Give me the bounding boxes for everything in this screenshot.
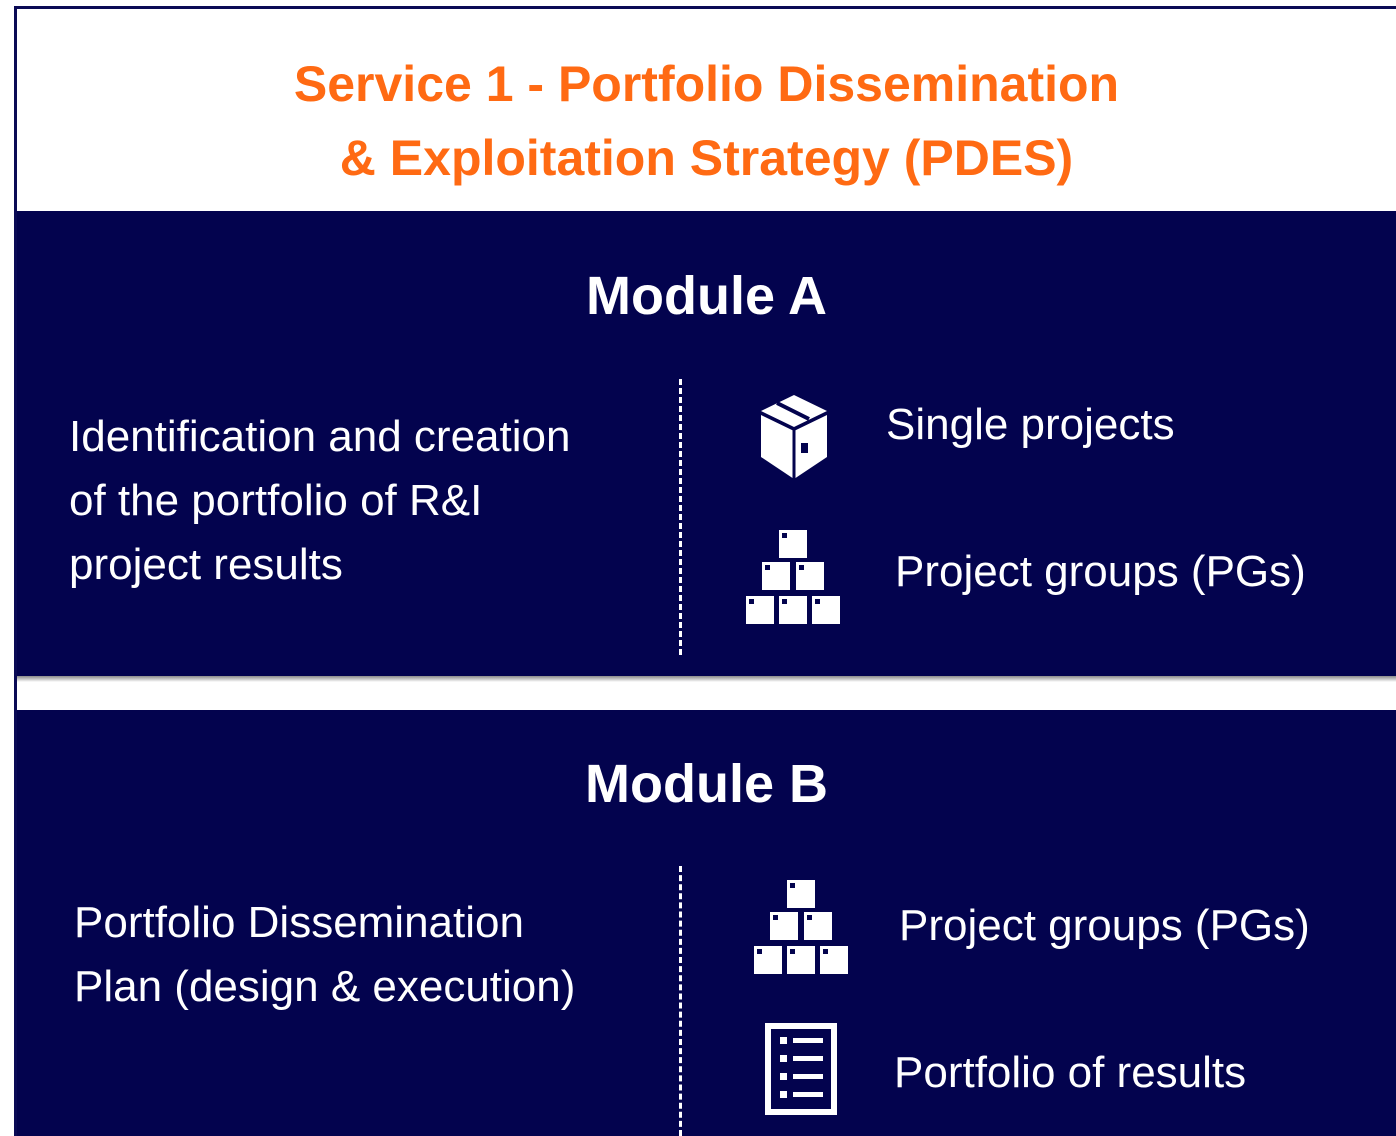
module-separator: [17, 676, 1396, 682]
module-a-divider: [679, 379, 682, 655]
service-title-line-2: & Exploitation Strategy (PDES): [339, 130, 1074, 186]
service-header: Service 1 - Portfolio Dissemination & Ex…: [17, 9, 1396, 211]
service-title-line-1: Service 1 - Portfolio Dissemination: [293, 56, 1120, 112]
list-document-icon: [765, 1023, 837, 1115]
module-b-item-project-groups: Project groups (PGs): [899, 901, 1310, 950]
module-b-desc-line-2: Plan (design & execution): [74, 962, 576, 1011]
module-a-desc-line-3: project results: [69, 540, 343, 589]
service-title: Service 1 - Portfolio Dissemination & Ex…: [17, 9, 1396, 195]
open-box-icon: [761, 395, 827, 479]
module-a-title: Module A: [586, 266, 827, 326]
module-b-item-portfolio-of-results: Portfolio of results: [894, 1048, 1247, 1097]
module-b-desc-line-1: Portfolio Dissemination: [74, 898, 524, 947]
module-a-item-project-groups: Project groups (PGs): [895, 547, 1306, 596]
module-b-panel: Module B Portfolio Dissemination Plan (d…: [17, 710, 1396, 1136]
module-a-item-single-projects: Single projects: [886, 400, 1175, 449]
module-b-divider: [679, 866, 682, 1136]
module-a-description: Identification and creation of the portf…: [69, 405, 570, 597]
module-b-title: Module B: [585, 754, 828, 814]
stacked-boxes-icon: [754, 880, 848, 974]
module-a-panel: Module A Identification and creation of …: [17, 211, 1396, 676]
module-a-desc-line-2: of the portfolio of R&I: [69, 476, 483, 525]
module-b-description: Portfolio Dissemination Plan (design & e…: [74, 891, 575, 1019]
diagram-frame: [14, 6, 1396, 1136]
module-a-desc-line-1: Identification and creation: [69, 412, 571, 461]
stacked-boxes-icon: [746, 530, 840, 624]
